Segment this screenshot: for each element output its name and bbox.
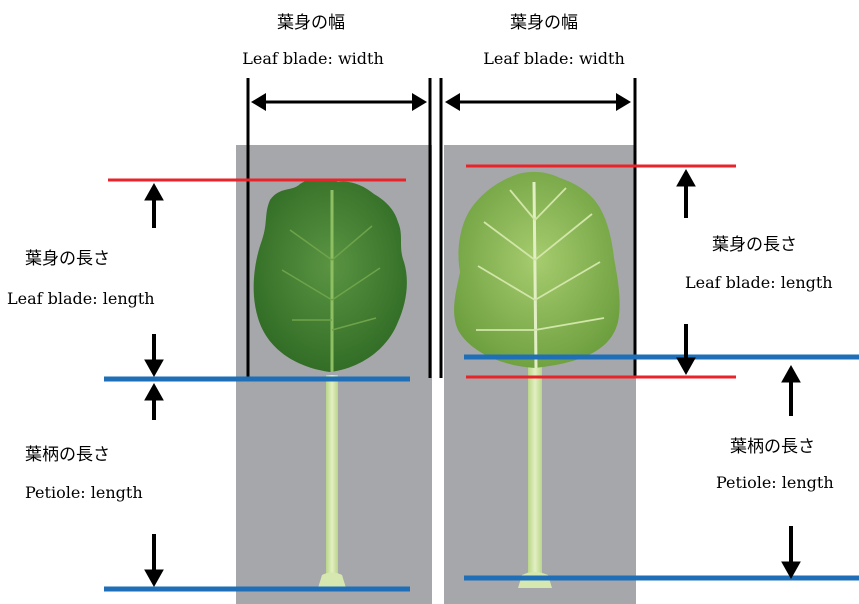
petiole-length-en-left: Petiole: length bbox=[25, 483, 143, 502]
petiole-left bbox=[326, 375, 338, 585]
leaf-blade-left bbox=[254, 179, 407, 373]
blade-width-jp-left: 葉身の幅 bbox=[277, 13, 345, 33]
width-arrow-right bbox=[445, 93, 631, 111]
blade-length-arrows-left bbox=[145, 184, 163, 376]
blade-length-jp-left: 葉身の長さ bbox=[25, 249, 110, 269]
blade-length-en-right: Leaf blade: length bbox=[685, 273, 833, 292]
petiole-length-jp-left: 葉柄の長さ bbox=[25, 445, 110, 465]
blade-length-jp-right: 葉身の長さ bbox=[712, 235, 797, 255]
petiole-right bbox=[528, 360, 542, 585]
blade-width-en-right: Leaf blade: width bbox=[483, 49, 625, 68]
blade-length-arrows-right bbox=[677, 170, 695, 374]
blade-width-jp-right: 葉身の幅 bbox=[510, 13, 578, 33]
petiole-length-arrows-left bbox=[145, 384, 163, 586]
petiole-length-jp-right: 葉柄の長さ bbox=[730, 437, 815, 457]
petiole-length-en-right: Petiole: length bbox=[716, 473, 834, 492]
blade-length-en-left: Leaf blade: length bbox=[7, 289, 155, 308]
width-arrow-left bbox=[251, 93, 427, 111]
petiole-length-arrows-right bbox=[782, 366, 800, 578]
blade-width-en-left: Leaf blade: width bbox=[242, 49, 384, 68]
